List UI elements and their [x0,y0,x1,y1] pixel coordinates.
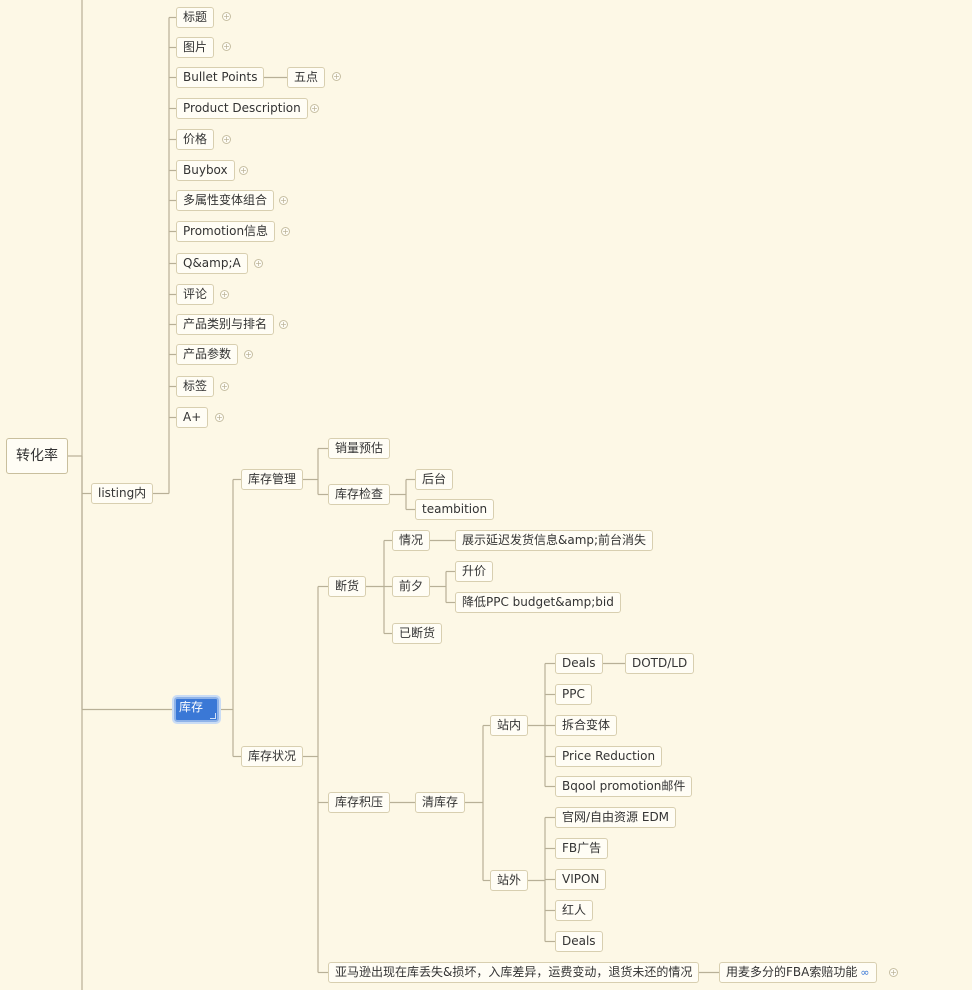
check-backend-node[interactable]: 后台 [415,469,454,490]
inventory-node[interactable]: 库存 [172,695,221,724]
situation-detail-node[interactable]: 展示延迟发货信息&amp;前台消失 [455,530,654,551]
collapse-icon[interactable]: + [332,72,341,81]
listing-item-buybox[interactable]: Buybox [176,160,235,181]
listing-item-tags[interactable]: 标签 [176,376,215,397]
onsite-variation-split-node[interactable]: 拆合变体 [555,715,618,736]
onsite-deals-node[interactable]: Deals [555,653,603,674]
link-icon[interactable]: ∞ [860,966,870,979]
collapse-icon[interactable]: + [281,227,290,236]
listing-item-qa[interactable]: Q&amp;A [176,253,248,274]
collapse-icon[interactable]: + [220,290,229,299]
stockout-done-node[interactable]: 已断货 [392,623,443,644]
offsite-node[interactable]: 站外 [490,870,529,891]
listing-item-title[interactable]: 标题 [176,7,215,28]
listing-item-parameters[interactable]: 产品参数 [176,344,239,365]
collapse-icon[interactable]: + [279,320,288,329]
collapse-icon[interactable]: + [220,382,229,391]
listing-item-reviews[interactable]: 评论 [176,284,215,305]
collapse-icon[interactable]: + [239,166,248,175]
check-teambition-node[interactable]: teambition [415,499,495,520]
listing-item-a-plus[interactable]: A+ [176,407,209,428]
collapse-icon[interactable]: + [889,968,898,977]
offsite-fb-ads-node[interactable]: FB广告 [555,838,609,859]
collapse-icon[interactable]: + [254,259,263,268]
inventory-management-node[interactable]: 库存管理 [241,469,304,490]
listing-item-variations[interactable]: 多属性变体组合 [176,190,275,211]
onsite-bqool-node[interactable]: Bqool promotion邮件 [555,776,693,797]
resize-handle-icon[interactable] [210,713,216,719]
collapse-icon[interactable]: + [215,413,224,422]
onsite-ppc-node[interactable]: PPC [555,684,592,705]
listing-item-price[interactable]: 价格 [176,129,215,150]
listing-item-category-rank[interactable]: 产品类别与排名 [176,314,275,335]
stockout-before-node[interactable]: 前夕 [392,576,431,597]
stockout-situation-node[interactable]: 情况 [392,530,431,551]
inventory-label: 库存 [179,700,204,714]
root-node[interactable]: 转化率 [6,438,68,474]
collapse-icon[interactable]: + [222,135,231,144]
dotd-ld-node[interactable]: DOTD/LD [625,653,695,674]
fba-claim-label: 用麦多分的FBA索赔功能 [726,965,858,979]
collapse-icon[interactable]: + [279,196,288,205]
listing-node[interactable]: listing内 [91,483,154,504]
lower-ppc-node[interactable]: 降低PPC budget&amp;bid [455,592,621,613]
raise-price-node[interactable]: 升价 [455,561,494,582]
inventory-check-node[interactable]: 库存检查 [328,484,391,505]
fba-claim-node[interactable]: 用麦多分的FBA索赔功能∞ [719,962,877,983]
listing-item-bullet-points[interactable]: Bullet Points [176,67,265,88]
amazon-loss-node[interactable]: 亚马逊出现在库丢失&损坏，入库差异，运费变动，退货未还的情况 [328,962,700,983]
collapse-icon[interactable]: + [222,12,231,21]
listing-item-images[interactable]: 图片 [176,37,215,58]
offsite-vipon-node[interactable]: VIPON [555,869,607,890]
clear-stock-node[interactable]: 清库存 [415,792,466,813]
offsite-influencer-node[interactable]: 红人 [555,900,594,921]
offsite-deals-node[interactable]: Deals [555,931,603,952]
onsite-node[interactable]: 站内 [490,715,529,736]
offsite-edm-node[interactable]: 官网/自由资源 EDM [555,807,677,828]
listing-item-promotion[interactable]: Promotion信息 [176,221,276,242]
inventory-status-node[interactable]: 库存状况 [241,746,304,767]
collapse-icon[interactable]: + [244,350,253,359]
overstock-node[interactable]: 库存积压 [328,792,391,813]
stockout-node[interactable]: 断货 [328,576,367,597]
sales-forecast-node[interactable]: 销量预估 [328,438,391,459]
collapse-icon[interactable]: + [222,42,231,51]
bullet-points-child-five[interactable]: 五点 [287,67,326,88]
listing-item-product-description[interactable]: Product Description [176,98,308,119]
collapse-icon[interactable]: + [310,104,319,113]
onsite-price-reduction-node[interactable]: Price Reduction [555,746,663,767]
